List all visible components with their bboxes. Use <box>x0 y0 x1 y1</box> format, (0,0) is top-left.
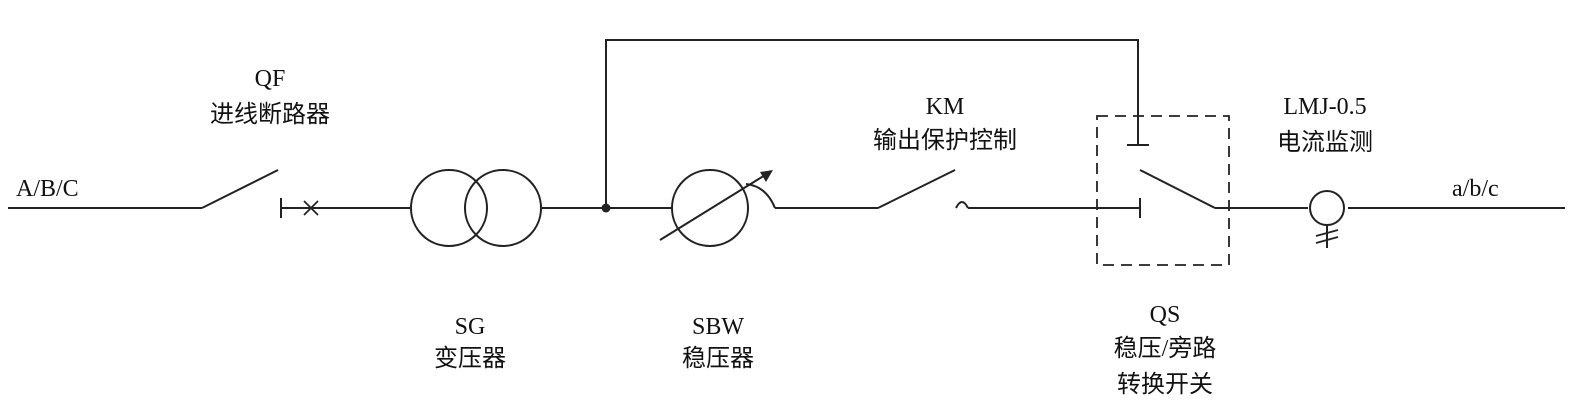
qf-code-label: QF <box>254 66 286 92</box>
output-terminal-label: a/b/c <box>1452 176 1499 202</box>
km-code-label: KM <box>925 94 965 120</box>
transfer-switch-qs-symbol <box>1096 115 1230 266</box>
input-terminal-label: A/B/C <box>16 176 79 202</box>
transformer-sg-symbol <box>410 169 542 247</box>
qs-name-line1-label: 稳压/旁路 <box>1113 336 1217 362</box>
sg-code-label: SG <box>454 314 486 340</box>
lmj-code-label: LMJ-0.5 <box>1283 94 1367 120</box>
sg-name-label: 变压器 <box>434 346 506 372</box>
sbw-name-label: 稳压器 <box>682 346 754 372</box>
current-monitor-lmj-symbol <box>1309 190 1345 248</box>
bypass-line <box>601 39 1149 213</box>
qf-name-label: 进线断路器 <box>210 102 330 128</box>
sbw-code-label: SBW <box>691 314 744 340</box>
lmj-name-label: 电流监测 <box>1277 130 1373 156</box>
circuit-breaker-qf-symbol <box>201 169 319 218</box>
stabilizer-sbw-symbol <box>659 169 776 247</box>
km-name-label: 输出保护控制 <box>873 128 1017 154</box>
qs-name-line2-label: 转换开关 <box>1117 372 1213 398</box>
qs-code-label: QS <box>1149 302 1181 328</box>
contactor-km-symbol <box>877 169 969 209</box>
